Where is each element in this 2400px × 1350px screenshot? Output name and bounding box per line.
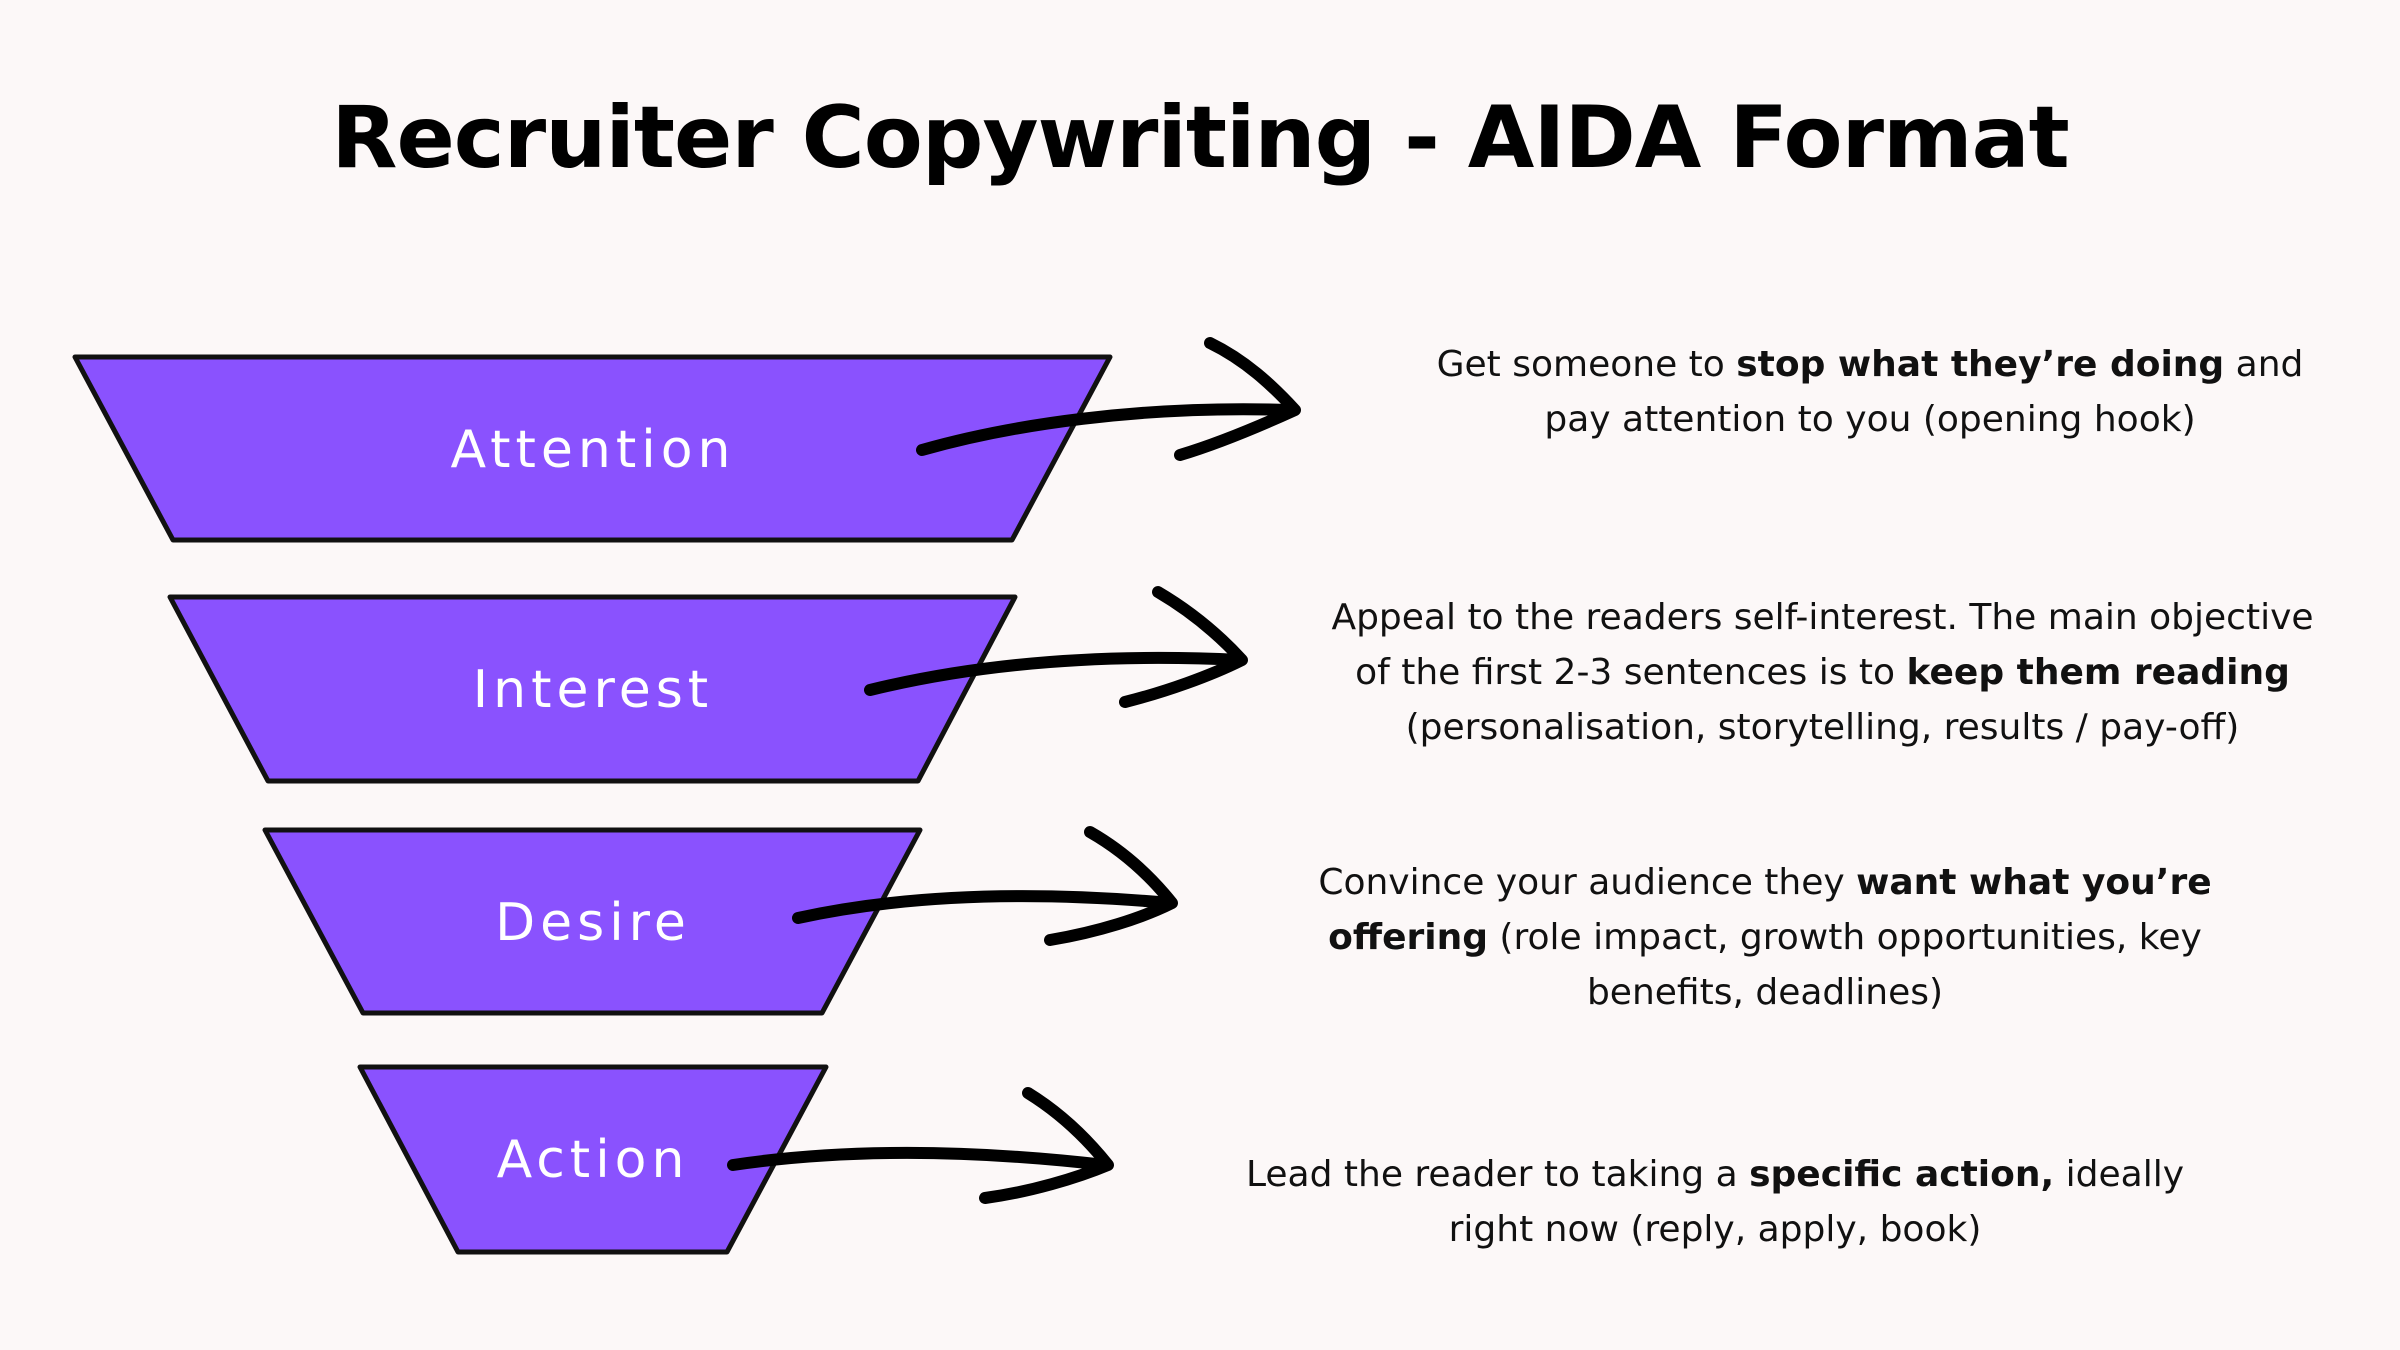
text-span: Convince your audience they <box>1318 862 1857 903</box>
funnel-segment-interest <box>167 594 1018 784</box>
text-span: (role impact, growth opportunities, key <box>1487 917 2202 958</box>
bold-text: stop what they’re doing <box>1736 344 2225 385</box>
text-span: of the first 2-3 sentences is to <box>1355 652 1907 693</box>
description-attention: Get someone to stop what they’re doing a… <box>1320 337 2400 447</box>
page-title: Recruiter Copywriting - AIDA Format <box>331 88 2070 188</box>
bold-text: want what you’re <box>1856 862 2212 903</box>
stage-label-interest: Interest <box>473 660 713 720</box>
bold-text: keep them reading <box>1906 652 2290 693</box>
description-desire: Convince your audience they want what yo… <box>1205 855 2325 1020</box>
description-line: (personalisation, storytelling, results … <box>1405 707 2240 748</box>
stage-label-attention: Attention <box>451 420 736 480</box>
arrow-icon-attention <box>916 337 1301 461</box>
description-line: right now (reply, apply, book) <box>1448 1209 1982 1250</box>
description-line: pay attention to you (opening hook) <box>1544 399 2196 440</box>
funnel-segment-attention <box>72 354 1113 543</box>
description-interest: Appeal to the readers self-interest. The… <box>1245 590 2400 755</box>
text-span: ideally <box>2054 1154 2185 1195</box>
arrow-icon-action <box>727 1087 1114 1204</box>
description-line: Appeal to the readers self-interest. The… <box>1331 597 2314 638</box>
description-line: offering (role impact, growth opportunit… <box>1205 910 2325 965</box>
arrow-icon-desire <box>792 826 1178 946</box>
text-span: Lead the reader to taking a <box>1245 1154 1750 1195</box>
description-line: Convince your audience they want what yo… <box>1205 855 2325 910</box>
text-span: Get someone to <box>1436 344 1737 385</box>
description-action: Lead the reader to taking a specific act… <box>1165 1147 2265 1257</box>
bold-text: specific action, <box>1749 1154 2055 1195</box>
bold-text: offering <box>1328 917 1488 958</box>
text-span: and <box>2224 344 2304 385</box>
description-line: Lead the reader to taking a specific act… <box>1165 1147 2265 1202</box>
funnel-segment-desire <box>262 827 923 1016</box>
arrow-icon-interest <box>864 586 1248 708</box>
description-line: Get someone to stop what they’re doing a… <box>1320 337 2400 392</box>
stage-label-action: Action <box>497 1130 690 1190</box>
description-line: of the first 2-3 sentences is to keep th… <box>1245 645 2400 700</box>
funnel-segment-action <box>357 1064 829 1255</box>
description-line: benefits, deadlines) <box>1586 972 1944 1013</box>
stage-label-desire: Desire <box>495 893 691 953</box>
